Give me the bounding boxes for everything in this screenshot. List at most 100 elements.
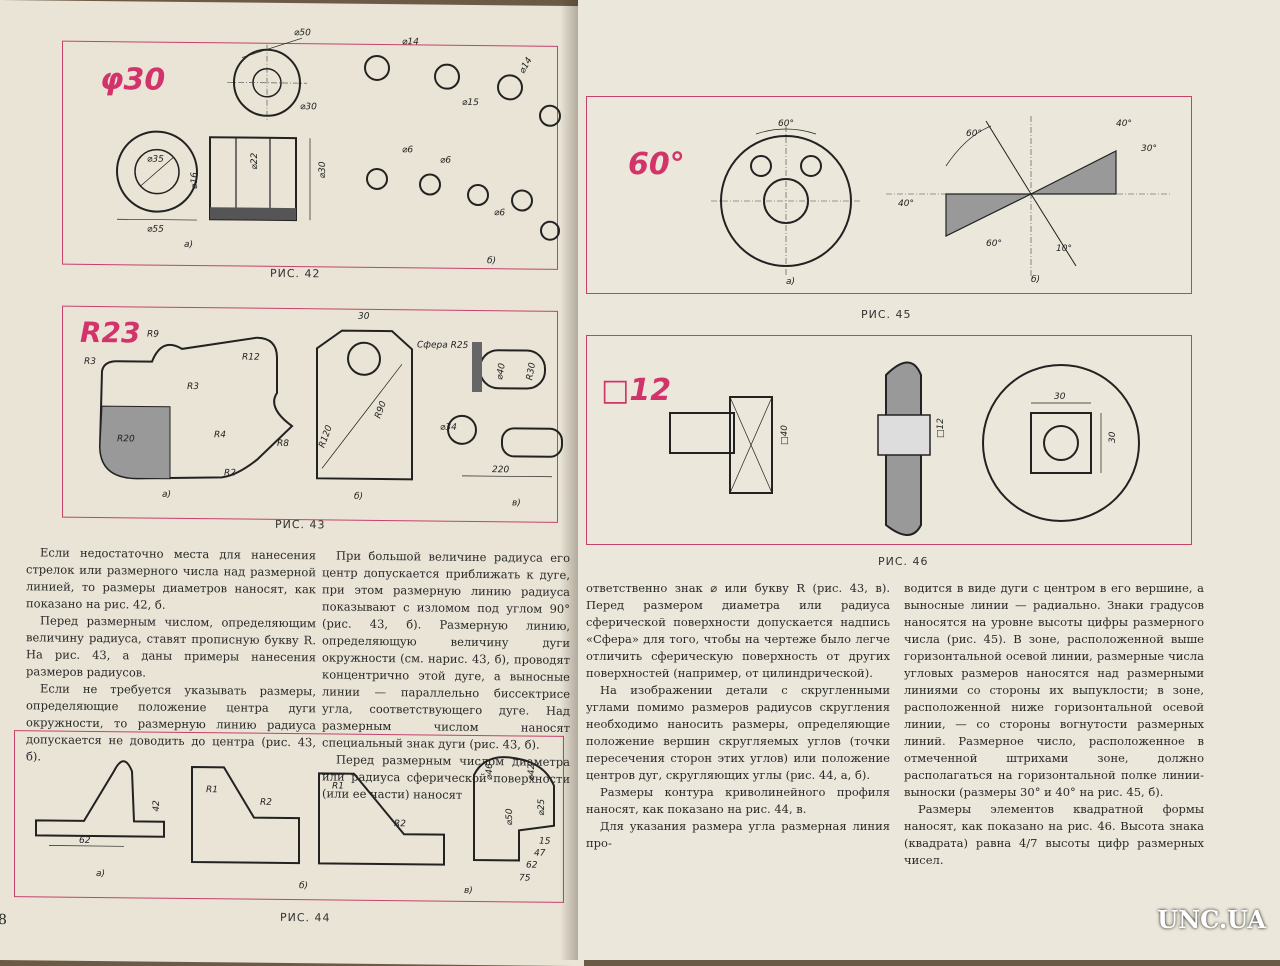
paragraph: На изображении детали с скругленными угл… — [586, 683, 890, 782]
svg-text:⌀46: ⌀46 — [485, 763, 495, 780]
svg-text:R2: R2 — [260, 798, 272, 808]
svg-text:R30: R30 — [525, 362, 538, 382]
svg-text:42: 42 — [152, 800, 162, 812]
svg-text:⌀50: ⌀50 — [505, 808, 515, 825]
svg-text:б): б) — [1031, 275, 1040, 285]
svg-text:R2: R2 — [224, 468, 236, 478]
svg-text:R90: R90 — [373, 400, 389, 420]
svg-text:б): б) — [354, 492, 363, 502]
paragraph: Размеры контура криволинейного профиля н… — [586, 785, 890, 816]
svg-text:60°: 60° — [986, 239, 1002, 249]
right-page: 60° 60° а) 60° 40° 30° 40° 60° 10° б) РИ… — [578, 0, 1280, 960]
svg-text:⌀6: ⌀6 — [440, 156, 451, 166]
svg-text:75: 75 — [519, 873, 531, 883]
svg-text:⌀6: ⌀6 — [494, 208, 505, 218]
svg-text:220: 220 — [492, 465, 509, 475]
fig42-ring-inner — [134, 148, 180, 195]
fig45-drawing: 60° 60° а) 60° 40° 30° 40° 60° 10° б) — [628, 116, 1171, 287]
svg-text:R8: R8 — [277, 439, 289, 449]
svg-text:47: 47 — [534, 849, 546, 859]
svg-text:30: 30 — [358, 312, 370, 322]
paragraph: Если недостаточно места для нанесения ст… — [26, 545, 316, 612]
fig42-ring-outer — [116, 130, 198, 213]
svg-text:40°: 40° — [1116, 119, 1132, 129]
fig46-square — [729, 396, 773, 494]
svg-text:R3: R3 — [84, 357, 96, 367]
svg-text:⌀50: ⌀50 — [294, 28, 311, 38]
svg-text:⌀6: ⌀6 — [402, 145, 413, 155]
svg-text:R2: R2 — [394, 819, 406, 829]
fig45-caption: РИС. 45 — [861, 308, 912, 321]
svg-text:⌀55: ⌀55 — [147, 225, 164, 235]
svg-text:Сфера R25: Сфера R25 — [417, 340, 469, 351]
fig43-b-outline — [316, 329, 413, 481]
svg-text:60°: 60° — [966, 129, 982, 139]
fig44-caption: РИС. 44 — [280, 910, 331, 925]
svg-text:⌀22: ⌀22 — [250, 152, 260, 169]
svg-text:10°: 10° — [1056, 244, 1072, 254]
svg-text:R20: R20 — [117, 434, 135, 444]
paragraph: Перед размерным числом, определяющим вел… — [26, 613, 316, 680]
left-page: φ30 ⌀50 ⌀30 ⌀35 ⌀55 ⌀16 ⌀22 ⌀30 а) ⌀ — [0, 0, 584, 966]
fig43-b-hole — [347, 341, 381, 376]
svg-text:в): в) — [464, 886, 473, 896]
svg-text:R12: R12 — [242, 353, 260, 363]
fig42-drawing: φ30 ⌀50 ⌀30 ⌀35 ⌀55 ⌀16 ⌀22 ⌀30 а) ⌀ — [100, 28, 561, 266]
fig44-b-outline — [191, 766, 300, 865]
svg-text:60°: 60° — [778, 119, 794, 129]
svg-text:□40: □40 — [780, 425, 790, 445]
fig46-square-hole — [1030, 412, 1092, 474]
watermark: UNC.UA — [1157, 905, 1266, 934]
svg-text:⌀30: ⌀30 — [300, 102, 317, 112]
fig42-caption: РИС. 42 — [270, 266, 321, 281]
svg-text:⌀30: ⌀30 — [318, 161, 328, 178]
right-text-col1: ответственно знак ⌀ или букву R (рис. 43… — [586, 580, 890, 852]
fig45-hatch-lower — [945, 193, 1032, 237]
svg-text:15: 15 — [539, 837, 551, 847]
svg-text:R3: R3 — [187, 382, 199, 392]
fig45-frame — [586, 96, 1192, 294]
paragraph: Размеры элементов квадратной формы нанос… — [904, 802, 1204, 867]
svg-text:R120: R120 — [317, 424, 335, 450]
right-text-col2: водится в виде дуги с центром в его верш… — [904, 580, 1204, 869]
fig46-caption: РИС. 46 — [878, 555, 929, 568]
fig43-caption: РИС. 43 — [275, 517, 326, 532]
fig46-frame — [586, 335, 1192, 545]
svg-text:а): а) — [786, 277, 795, 287]
svg-text:⌀34: ⌀34 — [440, 423, 457, 433]
fig42-big-label: φ30 — [100, 62, 165, 98]
svg-text:62: 62 — [526, 861, 538, 871]
svg-text:а): а) — [162, 490, 171, 500]
svg-text:в): в) — [512, 498, 521, 508]
svg-text:⌀35: ⌀35 — [147, 155, 164, 165]
svg-text:⌀15: ⌀15 — [462, 98, 479, 108]
svg-text:а): а) — [184, 240, 193, 250]
fig44-a-outline — [35, 760, 165, 838]
fig46-disk — [982, 364, 1140, 522]
svg-text:⌀42: ⌀42 — [527, 763, 537, 780]
fig45-big-label: 60° — [628, 147, 685, 182]
svg-text:⌀14: ⌀14 — [518, 56, 535, 76]
page-number: 8 — [0, 911, 7, 929]
svg-text:б): б) — [299, 881, 308, 891]
svg-text:30: 30 — [1108, 431, 1118, 443]
fig44-v-profile — [473, 756, 555, 862]
svg-text:□12: □12 — [936, 418, 946, 438]
fig46-drawing: □12 □40 □12 30 30 — [601, 361, 1140, 536]
fig46-big-label: □12 — [601, 373, 671, 408]
svg-text:62: 62 — [79, 836, 91, 846]
svg-text:а): а) — [96, 869, 105, 879]
paragraph: Для указания размера угла размерная лини… — [586, 819, 890, 850]
svg-text:40°: 40° — [898, 199, 914, 209]
paragraph: водится в виде дуги с центром в его верш… — [904, 581, 1204, 799]
svg-text:R1: R1 — [332, 781, 344, 791]
svg-text:⌀25: ⌀25 — [537, 798, 547, 815]
paragraph: ответственно знак ⌀ или букву R (рис. 43… — [586, 581, 890, 680]
fig44-v-left — [318, 772, 445, 866]
svg-text:R9: R9 — [147, 330, 159, 340]
fig44-drawing: 62 42 а) R1 R2 б) R1 R2 ⌀46 ⌀42 ⌀50 ⌀25 … — [35, 756, 555, 896]
fig43-drawing: R23 R9 R3 R12 R3 R20 R4 R8 R2 а) 30 R90 … — [80, 312, 563, 508]
svg-text:30°: 30° — [1141, 144, 1157, 154]
svg-text:⌀16: ⌀16 — [190, 172, 200, 189]
svg-text:⌀14: ⌀14 — [402, 37, 419, 47]
